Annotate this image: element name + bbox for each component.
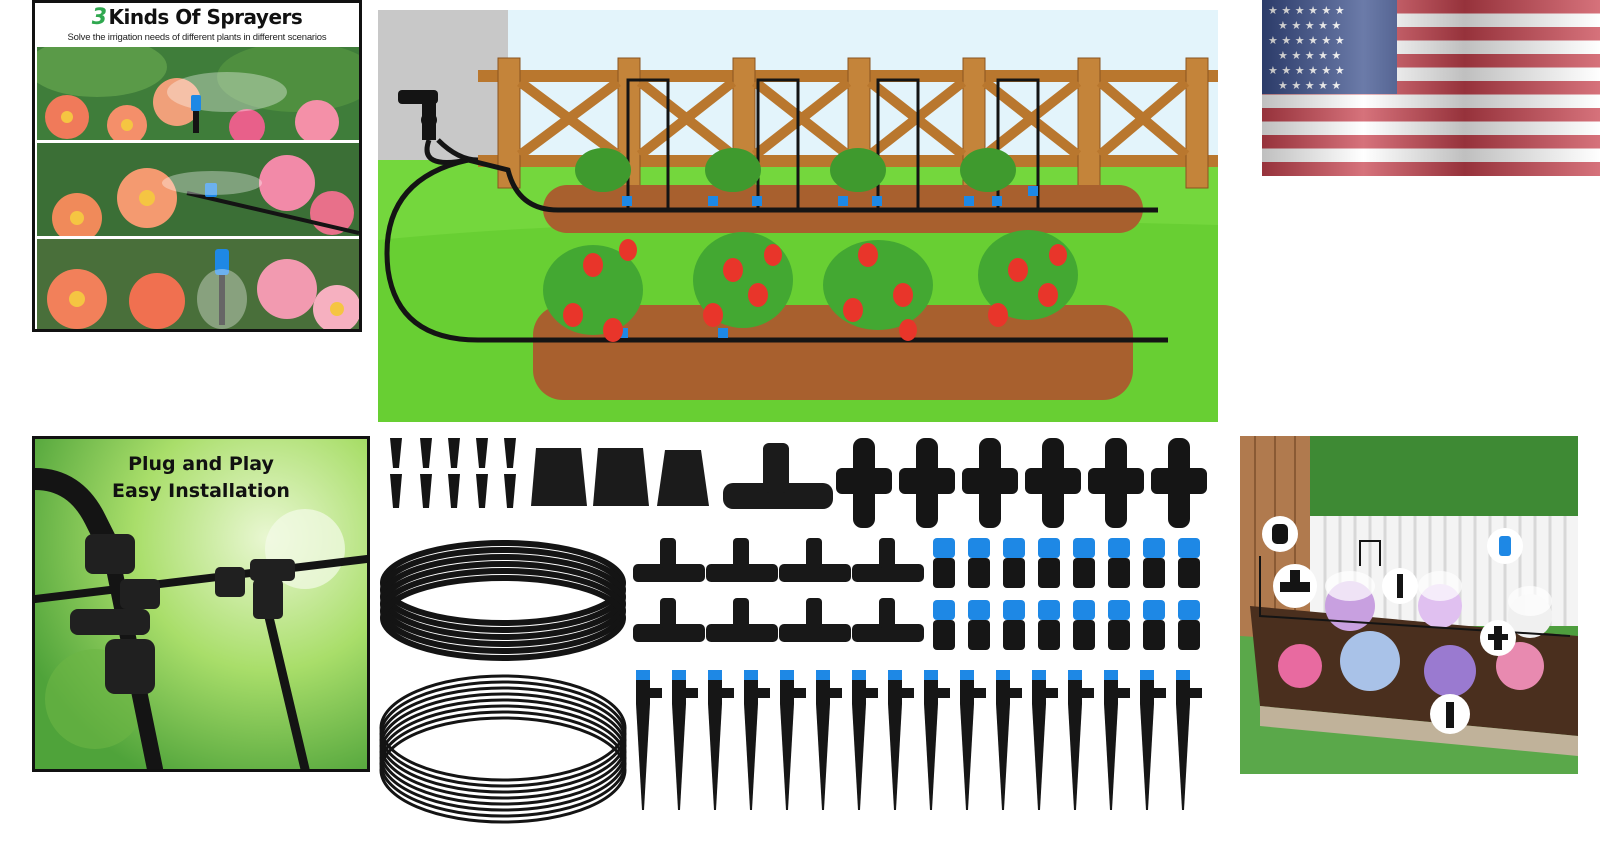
sprayers-title-text: Kinds Of Sprayers bbox=[108, 5, 303, 29]
stake-sprayer bbox=[1104, 670, 1130, 810]
pepper-plants bbox=[543, 230, 1078, 342]
kit-parts-svg bbox=[379, 438, 1207, 824]
stake-sprayer bbox=[816, 670, 842, 810]
stake-sprayer bbox=[744, 670, 770, 810]
stake-sprayer bbox=[996, 670, 1022, 810]
sprayers-subtitle: Solve the irrigation needs of different … bbox=[67, 32, 327, 43]
us-flag-svg: ★ ★ ★ ★ ★ ★ ★ ★ ★ ★ ★ ★ ★ ★ ★ ★ ★ ★ ★ ★ … bbox=[1262, 0, 1600, 176]
stake-sprayer bbox=[960, 670, 986, 810]
stake-sprayer bbox=[1140, 670, 1166, 810]
plug-and-play-line2: Easy Installation bbox=[112, 480, 290, 502]
flower-scene-rotating-sprayer bbox=[37, 143, 359, 236]
garden-photo-svg bbox=[1240, 436, 1578, 774]
irrigation-kit-parts bbox=[378, 438, 1218, 830]
tee-connectors bbox=[633, 538, 924, 642]
flower-scene-mist-sprayer bbox=[37, 47, 359, 140]
faucet-icon bbox=[398, 90, 438, 140]
plug-and-play-line1: Plug and Play bbox=[128, 453, 274, 475]
plug-and-play-caption: Plug and Play Easy Installation bbox=[35, 451, 367, 505]
stake-sprayer bbox=[924, 670, 950, 810]
drip-hose bbox=[384, 138, 1168, 343]
stake-sprayer bbox=[636, 670, 662, 810]
plug-and-play-card: Plug and Play Easy Installation bbox=[32, 436, 370, 772]
stake-sprayer bbox=[780, 670, 806, 810]
stake-sprayer bbox=[852, 670, 878, 810]
tee-elbow-connector bbox=[723, 443, 833, 509]
flower-scene-stake-sprayer bbox=[37, 239, 359, 329]
garden-irrigation-illustration bbox=[378, 10, 1218, 422]
stake-sprayers bbox=[636, 670, 1202, 810]
stake-sprayer bbox=[1032, 670, 1058, 810]
cross-connectors bbox=[836, 438, 1207, 528]
stake-sprayer bbox=[708, 670, 734, 810]
stake-sprayer bbox=[888, 670, 914, 810]
tube-coil-thin bbox=[379, 674, 627, 824]
tube-coil-thick bbox=[380, 540, 626, 661]
garden-svg bbox=[378, 10, 1218, 422]
stake-sprayer bbox=[1068, 670, 1094, 810]
part-callouts bbox=[1262, 516, 1523, 734]
mist-nozzles bbox=[933, 538, 1200, 650]
stake-sprayer bbox=[1176, 670, 1202, 810]
garden-installation-photo bbox=[1240, 436, 1578, 774]
end-caps bbox=[531, 448, 709, 506]
sprayers-title-number: 3 bbox=[91, 5, 107, 30]
plug-and-play-photo bbox=[35, 439, 367, 769]
soil-bed-lower bbox=[533, 305, 1133, 400]
us-flag-image: ★ ★ ★ ★ ★ ★ ★ ★ ★ ★ ★ ★ ★ ★ ★ ★ ★ ★ ★ ★ … bbox=[1262, 0, 1600, 176]
end-plugs bbox=[390, 438, 516, 508]
stake-sprayer bbox=[672, 670, 698, 810]
